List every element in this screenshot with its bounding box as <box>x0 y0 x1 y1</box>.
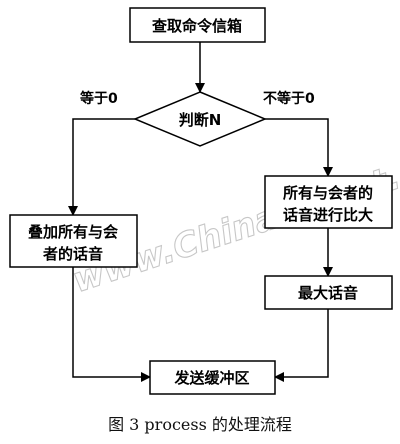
node-decision-label: 判断N <box>179 111 222 129</box>
edge-max-to-buffer <box>274 309 329 382</box>
node-max-voice-label: 最大话音 <box>298 284 358 302</box>
node-decision: 判断N <box>133 91 267 147</box>
node-sum-all-line2: 者的话音 <box>43 245 103 263</box>
node-amplify: 所有与会者的 话音进行比大 <box>264 175 393 229</box>
edge-sum-to-buffer <box>72 267 151 382</box>
node-fetch-command: 查取命令信箱 <box>129 7 266 43</box>
node-sum-all-line1: 叠加所有与会 <box>28 223 118 241</box>
node-amplify-line2: 话音进行比大 <box>283 206 373 224</box>
figure-caption: 图 3 process 的处理流程 <box>108 415 292 434</box>
node-max-voice: 最大话音 <box>264 275 393 310</box>
edge-decision-to-amplify <box>265 118 333 177</box>
node-amplify-line1: 所有与会者的 <box>283 184 373 202</box>
node-sum-all: 叠加所有与会 者的话音 <box>9 214 138 268</box>
node-send-buffer-label: 发送缓冲区 <box>173 369 249 387</box>
node-fetch-command-label: 查取命令信箱 <box>152 17 242 35</box>
node-send-buffer: 发送缓冲区 <box>149 360 276 395</box>
edge-label-not-equal-zero: 不等于0 <box>263 90 315 107</box>
edge-label-equal-zero: 等于0 <box>80 90 118 107</box>
edge-decision-to-sum <box>68 118 135 216</box>
